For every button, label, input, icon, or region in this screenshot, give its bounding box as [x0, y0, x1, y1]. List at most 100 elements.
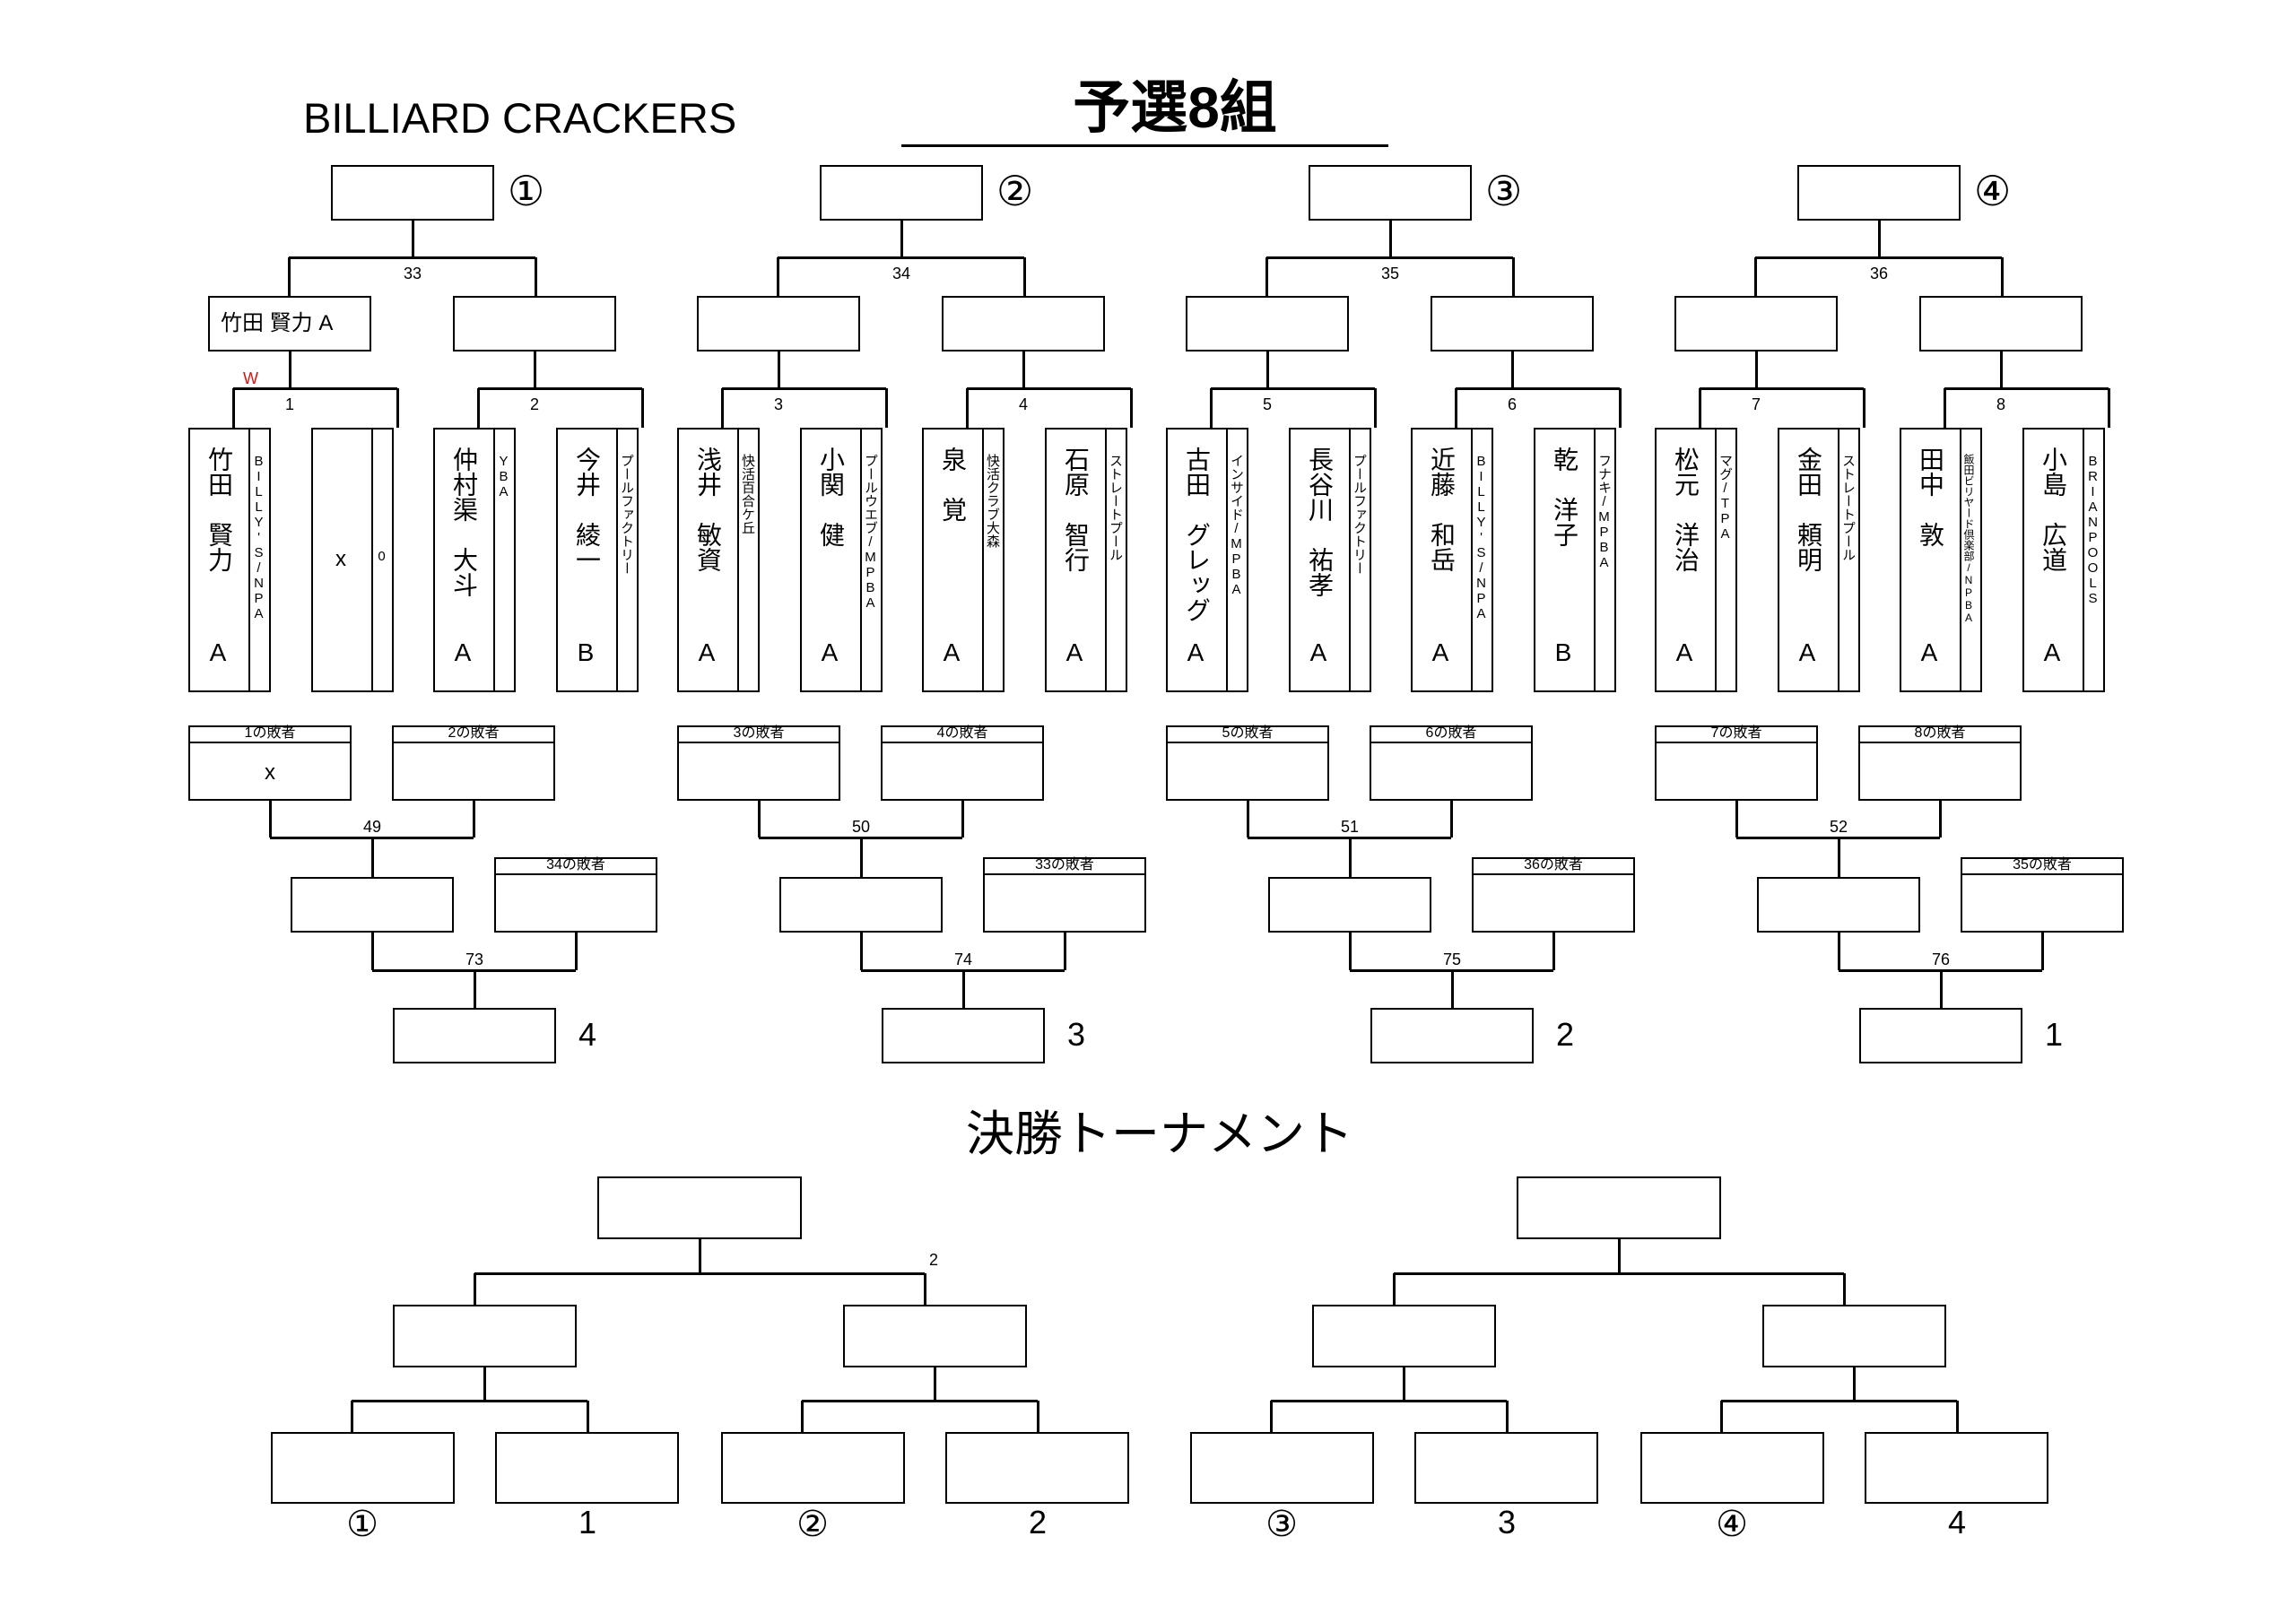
player-club-strip	[1226, 428, 1248, 692]
player-name: 浅井 敏資	[694, 447, 722, 572]
finals-seed-slot	[495, 1432, 679, 1504]
bracket-line	[1755, 352, 1758, 388]
player-grade: A	[1187, 638, 1205, 666]
bracket-line	[1506, 1401, 1509, 1432]
bracket-line	[1940, 970, 1943, 1008]
bracket-line	[860, 838, 863, 877]
bracket-line	[2001, 257, 2004, 296]
player-club: 0	[374, 549, 389, 564]
player-club: ストレートプール	[1108, 454, 1123, 561]
match-number: 6	[1507, 395, 1518, 413]
bracket-line	[1455, 388, 1457, 428]
loser-label: 2の敗者	[392, 725, 555, 743]
match-number: 76	[1931, 950, 1951, 968]
player-placeholder: x	[335, 547, 346, 571]
match-number: 7	[1751, 395, 1761, 413]
placement-slot	[393, 1008, 556, 1063]
player-name: 仲村渠 大斗	[450, 447, 478, 597]
loser-slot	[983, 857, 1146, 933]
player-club-strip	[493, 428, 516, 692]
finals-champion-slot	[597, 1176, 802, 1239]
loser-slot	[1858, 725, 2022, 801]
player-club: プールウエブ/MPBA	[863, 454, 878, 611]
second-round-slot	[453, 296, 616, 352]
bracket-line	[478, 387, 642, 390]
loser-label: 1の敗者	[188, 725, 352, 743]
bracket-line	[371, 838, 374, 877]
bracket-line	[962, 970, 965, 1008]
bracket-line	[901, 144, 1388, 147]
qualifier-number: ①	[508, 168, 545, 214]
loser-slot	[1166, 725, 1329, 801]
player-club-strip	[1349, 428, 1371, 692]
finals-seed-slot	[1865, 1432, 2048, 1504]
bracket-line	[2108, 388, 2110, 428]
finals-seed-slot	[1190, 1432, 1374, 1504]
bracket-line	[233, 387, 397, 390]
bracket-line	[967, 387, 1131, 390]
loser-value: x	[265, 760, 275, 785]
second-round-slot	[1919, 296, 2083, 352]
player-grade: A	[698, 638, 716, 666]
bracket-line	[587, 1401, 589, 1432]
player-name: 今井 綾一	[573, 447, 601, 572]
bracket-line	[1393, 1273, 1396, 1305]
player-grade: A	[1309, 638, 1327, 666]
player-club: マグ/TPA	[1718, 454, 1733, 542]
bracket-line	[1699, 388, 1701, 428]
loser-label: 35の敗者	[1961, 857, 2124, 875]
bracket-line	[1394, 1272, 1844, 1275]
bracket-line	[1271, 1400, 1507, 1402]
bracket-line	[352, 1400, 587, 1402]
bracket-line	[1838, 933, 1840, 970]
bracket-line	[269, 801, 272, 838]
bracket-line	[778, 256, 1024, 259]
loser-slot	[779, 877, 943, 933]
player-grade: A	[943, 638, 961, 666]
bracket-line	[1838, 838, 1840, 877]
bracket-line	[1037, 1401, 1039, 1432]
bracket-line	[1265, 257, 1268, 296]
bracket-line	[1064, 933, 1066, 970]
player-club-strip	[248, 428, 271, 692]
finals-seed-label: ①	[346, 1505, 378, 1544]
bracket-line	[2041, 933, 2044, 970]
finals-semi-slot	[393, 1305, 577, 1367]
match-number: 52	[1829, 818, 1848, 836]
player-club: ストレートプール	[1840, 454, 1856, 561]
finals-seed-label: ③	[1265, 1505, 1298, 1544]
second-round-slot	[1186, 296, 1349, 352]
loser-slot	[1961, 857, 2124, 933]
player-club-strip	[1715, 428, 1737, 692]
player-name: 金田 頼明	[1795, 447, 1822, 572]
loser-label: 4の敗者	[881, 725, 1044, 743]
player-name: 近藤 和岳	[1428, 447, 1456, 572]
bracket-line	[1130, 388, 1133, 428]
finals-seed-slot	[1414, 1432, 1598, 1504]
second-round-name: 竹田 賢力 A	[221, 311, 334, 335]
bracket-line	[802, 1400, 1038, 1402]
bracket-line	[1374, 388, 1377, 428]
bracket-line	[2000, 352, 2003, 388]
bracket-line	[1956, 1401, 1959, 1432]
second-round-slot	[1431, 296, 1594, 352]
bracket-line	[1349, 933, 1352, 970]
bracket-line	[534, 352, 536, 388]
match-number: 74	[953, 950, 973, 968]
finals-seed-label: 2	[1028, 1504, 1048, 1541]
bracket-line	[1512, 257, 1515, 296]
player-club: 快活百合ケ丘	[740, 454, 755, 534]
finals-champion-slot	[1517, 1176, 1721, 1239]
qualifier-slot	[331, 165, 494, 221]
finals-seed-slot	[271, 1432, 455, 1504]
player-club: プールファクトリー	[1352, 454, 1367, 575]
player-club-strip	[982, 428, 1004, 692]
loser-slot	[392, 725, 555, 801]
bracket-line	[961, 801, 964, 838]
placement-slot	[882, 1008, 1045, 1063]
loser-label: 6の敗者	[1370, 725, 1533, 743]
placement-slot	[1859, 1008, 2022, 1063]
player-club-strip	[1838, 428, 1860, 692]
bracket-line	[699, 1239, 701, 1273]
